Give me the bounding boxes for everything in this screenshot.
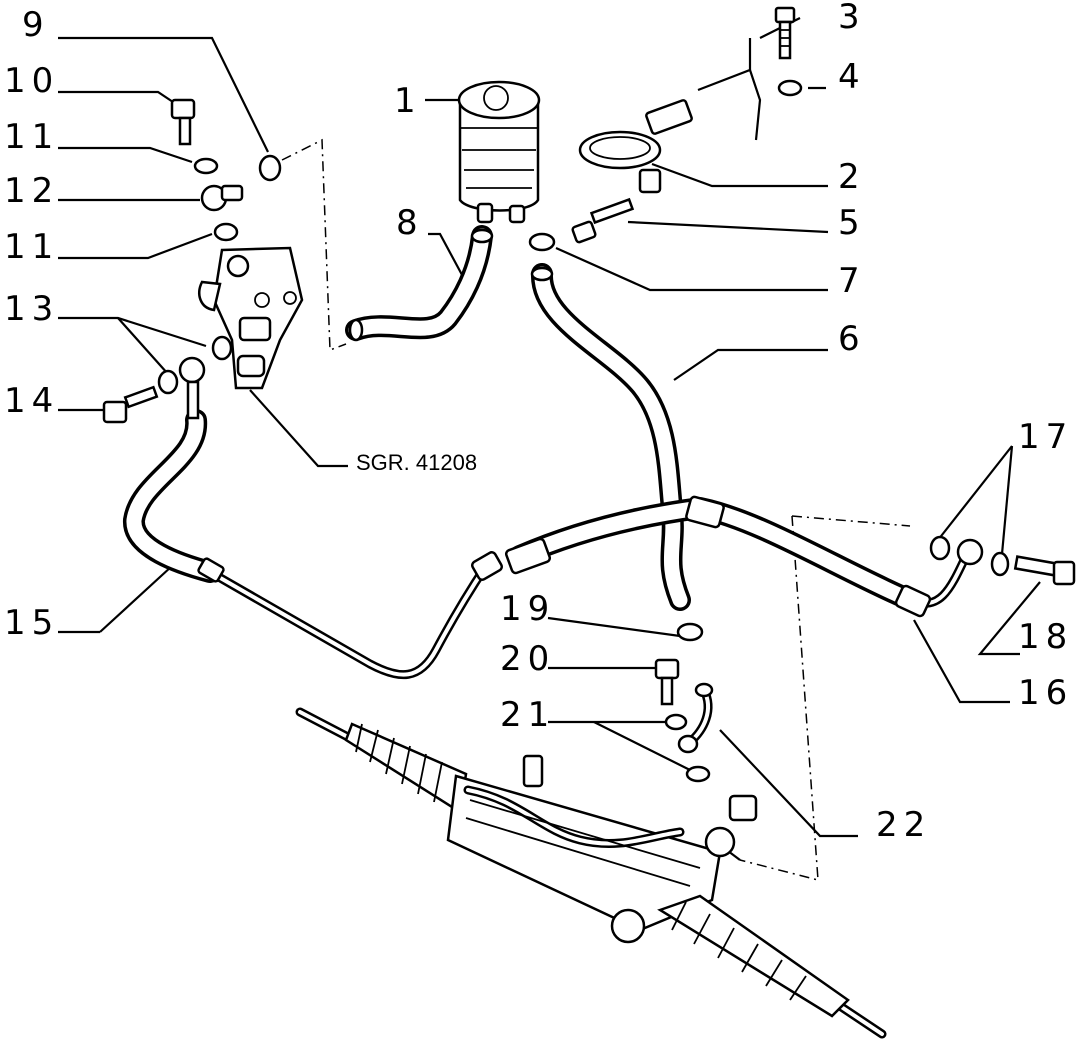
callout-1: 1 [394,81,422,121]
pump [198,246,304,390]
callout-19: 19 [500,589,556,629]
callout-7: 7 [838,261,866,301]
small-parts [102,6,1076,783]
callout-10: 10 [4,61,60,101]
reservoir [457,80,541,224]
hose-22 [677,682,714,754]
callout-21: 21 [500,695,556,735]
reference-sgr-41208: SGR. 41208 [356,450,478,475]
callout-15: 15 [4,603,60,643]
callout-8: 8 [396,203,424,243]
callout-22: 22 [876,805,932,845]
callout-3: 3 [838,0,866,37]
dash-lines [281,138,911,881]
callout-14: 14 [4,381,60,421]
callout-9: 9 [22,5,50,45]
callout-6: 6 [838,319,866,359]
leader-lines [58,17,1041,861]
callout-13: 13 [4,289,60,329]
callout-12: 12 [4,171,60,211]
callout-11-lower: 11 [4,227,60,267]
hose-6 [530,263,691,611]
bracket [578,99,693,194]
callout-5: 5 [838,203,866,243]
callout-18: 18 [1018,617,1074,657]
callout-2: 2 [838,157,866,197]
callout-17: 17 [1018,417,1074,457]
steering-rack [295,707,887,1039]
callout-11-upper: 11 [4,117,60,157]
callout-20: 20 [500,639,556,679]
hose-16 [504,495,971,618]
callout-16: 16 [1018,673,1074,713]
callout-4: 4 [838,57,866,97]
hose-8 [345,225,494,342]
hose-15 [123,409,504,680]
